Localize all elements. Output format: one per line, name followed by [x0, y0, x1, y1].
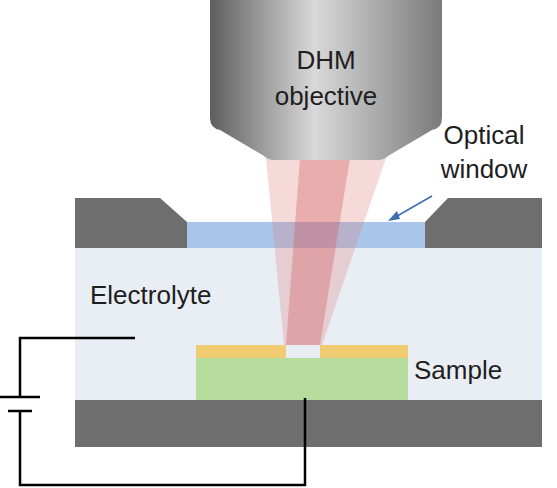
- gold-layer: [320, 345, 408, 358]
- gold-layer: [196, 345, 286, 358]
- sample-label: Sample: [414, 353, 502, 387]
- cell-wall: [425, 198, 542, 248]
- wire: [20, 338, 135, 397]
- objective-text-holder: DHM objective: [208, 0, 444, 114]
- objective-label: DHM objective: [256, 42, 396, 114]
- light-beam-core: [286, 158, 350, 345]
- cell-wall: [75, 198, 187, 248]
- wire: [20, 398, 305, 485]
- microscope-objective: DHM objective: [208, 0, 444, 162]
- cell-wall: [75, 400, 542, 447]
- arrow-head: [388, 211, 400, 221]
- sample-substrate: [196, 358, 408, 400]
- battery-symbol: [0, 396, 40, 399]
- window-label: Optical window: [420, 118, 548, 186]
- light-beam: [266, 158, 386, 345]
- electrolyte-label: Electrolyte: [90, 278, 211, 312]
- objective-body: [210, 0, 442, 160]
